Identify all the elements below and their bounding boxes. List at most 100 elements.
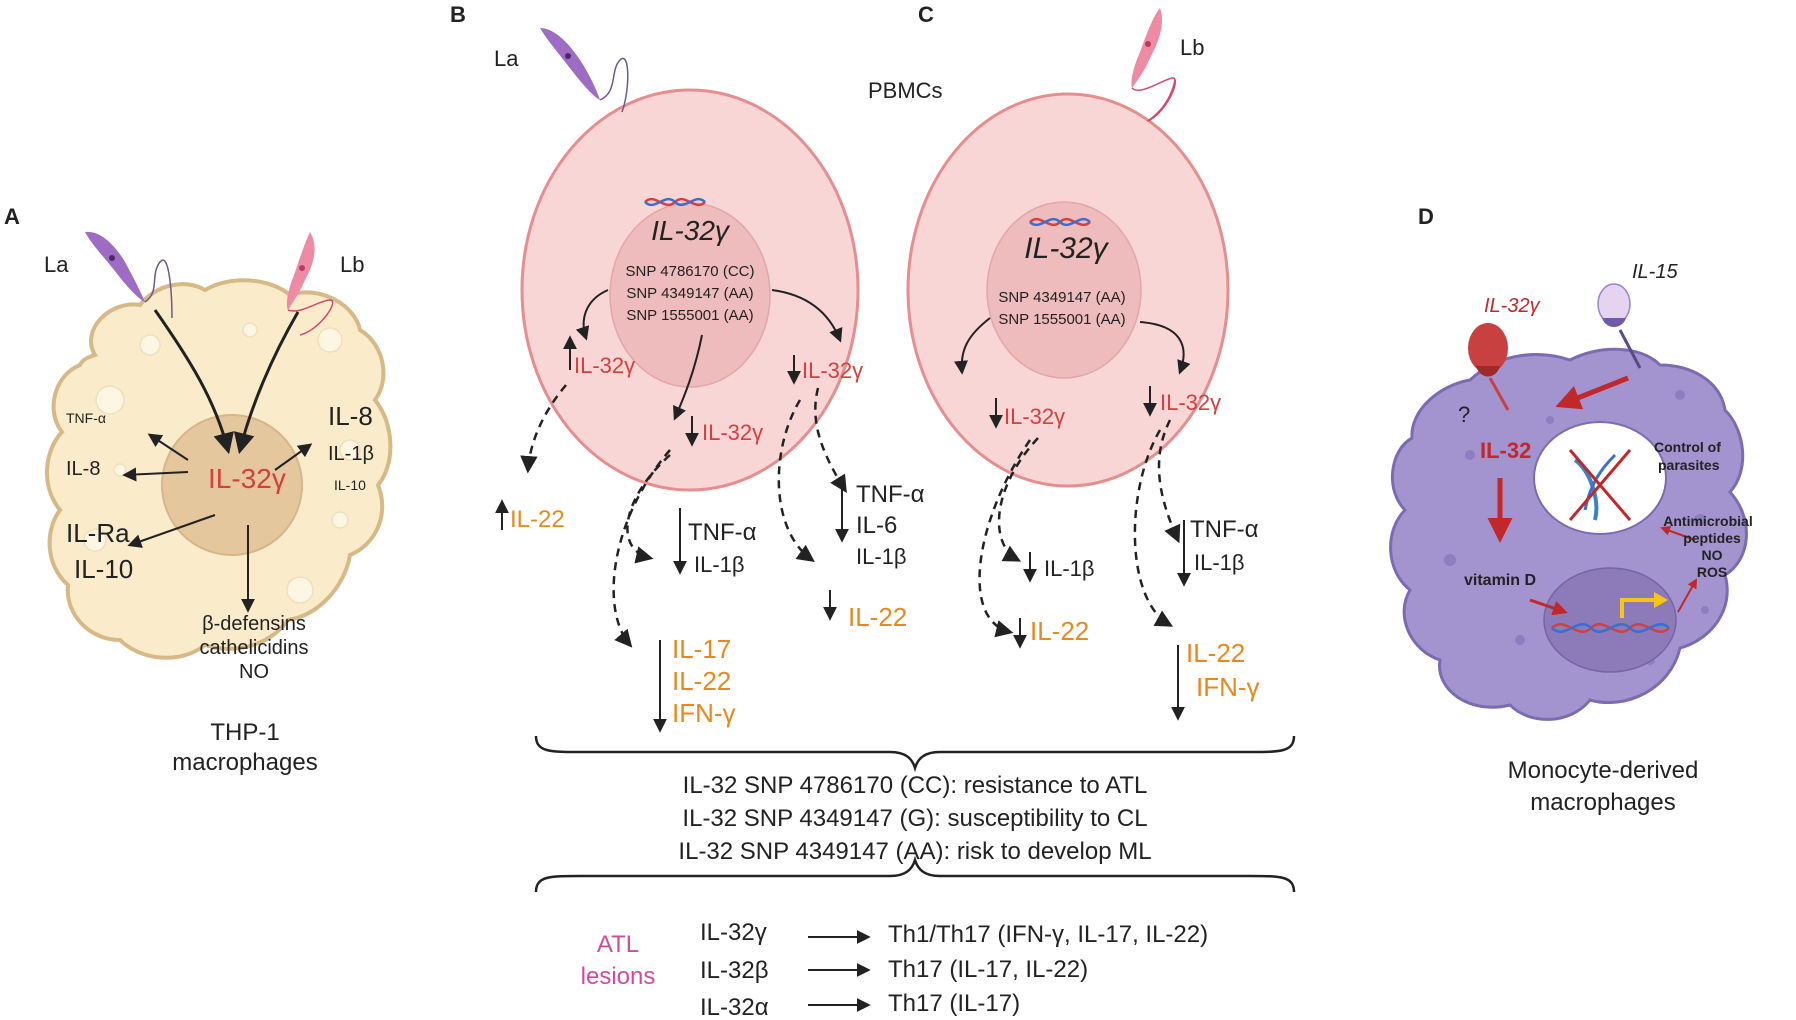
snps-b: SNP 4786170 (CC) SNP 4349147 (AA) SNP 15… bbox=[626, 263, 755, 324]
thp1-caption-2: macrophages bbox=[172, 749, 317, 776]
panel-c: C Lb IL-32γ SNP 4349147 (AA) SNP 1555001… bbox=[906, 2, 1260, 721]
right-b-il1b: IL-1β bbox=[856, 544, 907, 569]
right-b-tnf: TNF-α bbox=[856, 481, 925, 508]
atl-label-1: ATL bbox=[597, 931, 639, 958]
right-b-il22: IL-22 bbox=[848, 602, 907, 632]
label-lb-a: Lb bbox=[340, 252, 364, 277]
left-c-il1b: IL-1β bbox=[1044, 556, 1095, 581]
mid-b-il1b: IL-1β bbox=[694, 552, 745, 577]
arrows-b-solid bbox=[575, 289, 843, 421]
label-la-a: La bbox=[44, 252, 69, 277]
down-il32-b-right: IL-32γ bbox=[802, 358, 863, 383]
thp1-nucleus bbox=[161, 414, 303, 556]
antimicrobial-1: Antimicrobial bbox=[1663, 513, 1752, 529]
antimicrobial-4: ROS bbox=[1697, 564, 1727, 580]
atl-response-1: Th1/Th17 (IFN-γ, IL-17, IL-22) bbox=[888, 921, 1208, 948]
brace-bottom bbox=[534, 855, 1296, 893]
mdm-nucleus bbox=[1543, 567, 1677, 673]
parasite-la-b bbox=[540, 28, 629, 113]
thp1-caption: THP-1 macrophages bbox=[172, 719, 317, 776]
snp-b-2: SNP 4349147 (AA) bbox=[626, 285, 753, 302]
snp-summary: IL-32 SNP 4786170 (CC): resistance to AT… bbox=[678, 772, 1151, 865]
parasite-lb-a bbox=[286, 232, 334, 336]
antimicrobial-labels: Antimicrobial peptides NO ROS bbox=[1663, 513, 1752, 580]
thp1-vesicles bbox=[83, 322, 361, 604]
mid-b-tnf: TNF-α bbox=[688, 519, 757, 546]
control-2: parasites bbox=[1658, 457, 1720, 473]
right-c-il1b: IL-1β bbox=[1194, 550, 1245, 575]
atl-isoform-g: IL-32γ bbox=[700, 919, 767, 946]
panel-a: A La Lb bbox=[4, 204, 393, 776]
down-il32-c-right: IL-32γ bbox=[1160, 390, 1221, 415]
atl-response-3: Th17 (IL-17) bbox=[888, 990, 1020, 1017]
label-lb-c: Lb bbox=[1180, 35, 1204, 60]
snps-c: SNP 4349147 (AA) SNP 1555001 (AA) bbox=[998, 289, 1125, 328]
il15-receptor bbox=[1597, 283, 1642, 369]
antimicrobial-3: NO bbox=[1702, 547, 1723, 563]
thp1-out-il8: IL-8 bbox=[66, 458, 100, 480]
dashed-arrows-c bbox=[978, 419, 1181, 638]
thp1-left-outputs: TNF-α IL-8 IL-Ra IL-10 bbox=[66, 410, 133, 584]
panel-d-letter: D bbox=[1418, 204, 1434, 229]
arrows-a-out bbox=[122, 433, 313, 613]
down-il32-c-left: IL-32γ bbox=[1004, 404, 1065, 429]
mdm-caption: Monocyte-derived macrophages bbox=[1508, 757, 1699, 816]
pbmc-nucleus-c bbox=[986, 201, 1142, 379]
pbmcs-label: PBMCs bbox=[868, 78, 943, 103]
atl-isoform-a: IL-32α bbox=[700, 994, 769, 1020]
thp1-bottom-outputs: β-defensins cathelicidins NO bbox=[200, 613, 309, 683]
cross-icon bbox=[1568, 449, 1632, 521]
atl-response-2: Th17 (IL-17, IL-22) bbox=[888, 956, 1088, 983]
gene-b: IL-32γ bbox=[651, 215, 731, 246]
thp1-out-tnf: TNF-α bbox=[66, 410, 106, 426]
snp-b-3: SNP 1555001 (AA) bbox=[626, 307, 753, 324]
parasite-lb-c bbox=[1131, 8, 1177, 122]
mid-b-ifng: IFN-γ bbox=[672, 698, 736, 728]
red-arrows-d bbox=[1487, 375, 1697, 616]
parasite-la-a bbox=[85, 231, 173, 319]
thp1-il32g: IL-32γ bbox=[208, 463, 286, 494]
thp1-out-defensins: β-defensins bbox=[202, 613, 306, 635]
right-b-il6: IL-6 bbox=[856, 512, 897, 539]
mdm-caption-2: macrophages bbox=[1530, 789, 1675, 816]
thp1-right-outputs: IL-8 IL-1β IL-10 bbox=[328, 401, 374, 493]
thp1-caption-1: THP-1 bbox=[210, 719, 279, 746]
label-d-il32: IL-32 bbox=[1480, 438, 1531, 463]
panel-b-letter: B bbox=[450, 2, 466, 27]
atl-label-2: lesions bbox=[581, 963, 656, 990]
panel-b: B La IL-32γ SNP 4786170 (CC) SNP 4349147… bbox=[450, 2, 925, 733]
panel-a-letter: A bbox=[4, 204, 20, 229]
left-c-il22: IL-22 bbox=[1030, 616, 1089, 646]
thp1-out-il1b: IL-1β bbox=[328, 443, 374, 465]
right-c-il22: IL-22 bbox=[1186, 638, 1245, 668]
label-il15: IL-15 bbox=[1632, 261, 1678, 283]
snp-summary-1: IL-32 SNP 4786170 (CC): resistance to AT… bbox=[683, 772, 1148, 799]
thp1-out-il10-r: IL-10 bbox=[334, 477, 366, 493]
label-question: ? bbox=[1458, 402, 1470, 427]
control-1: Control of bbox=[1654, 439, 1721, 455]
snp-summary-2: IL-32 SNP 4349147 (G): susceptibility to… bbox=[682, 805, 1147, 832]
mdm-vesicles bbox=[1444, 390, 1709, 665]
arrows-a bbox=[153, 309, 300, 455]
dna-icon-d bbox=[1551, 623, 1670, 633]
snp-c-1: SNP 4349147 (AA) bbox=[998, 289, 1125, 306]
atl-arrows bbox=[808, 930, 871, 1012]
thp1-out-cathelicidins: cathelicidins bbox=[200, 637, 309, 659]
down-il32-b-mid: IL-32γ bbox=[702, 420, 763, 445]
transcription-arrow bbox=[1620, 598, 1656, 618]
dashed-arrows-b bbox=[520, 384, 847, 648]
dna-icon-c bbox=[1029, 217, 1091, 227]
thp1-out-no: NO bbox=[239, 661, 269, 683]
panel-d: D bbox=[1389, 204, 1753, 816]
panel-c-letter: C bbox=[918, 2, 934, 27]
mid-b-il17: IL-17 bbox=[672, 634, 731, 664]
arrows-c-solid bbox=[954, 317, 1191, 375]
dna-icon-b bbox=[644, 197, 706, 207]
antimicrobial-2: peptides bbox=[1683, 530, 1741, 546]
phagosome bbox=[1533, 421, 1667, 535]
transcription-arrow-head bbox=[1654, 592, 1668, 608]
up-il22-b: IL-22 bbox=[510, 506, 565, 533]
mid-b-il22: IL-22 bbox=[672, 666, 731, 696]
atl-section: ATL lesions IL-32γ IL-32β IL-32α Th1/Th1… bbox=[581, 919, 1208, 1020]
